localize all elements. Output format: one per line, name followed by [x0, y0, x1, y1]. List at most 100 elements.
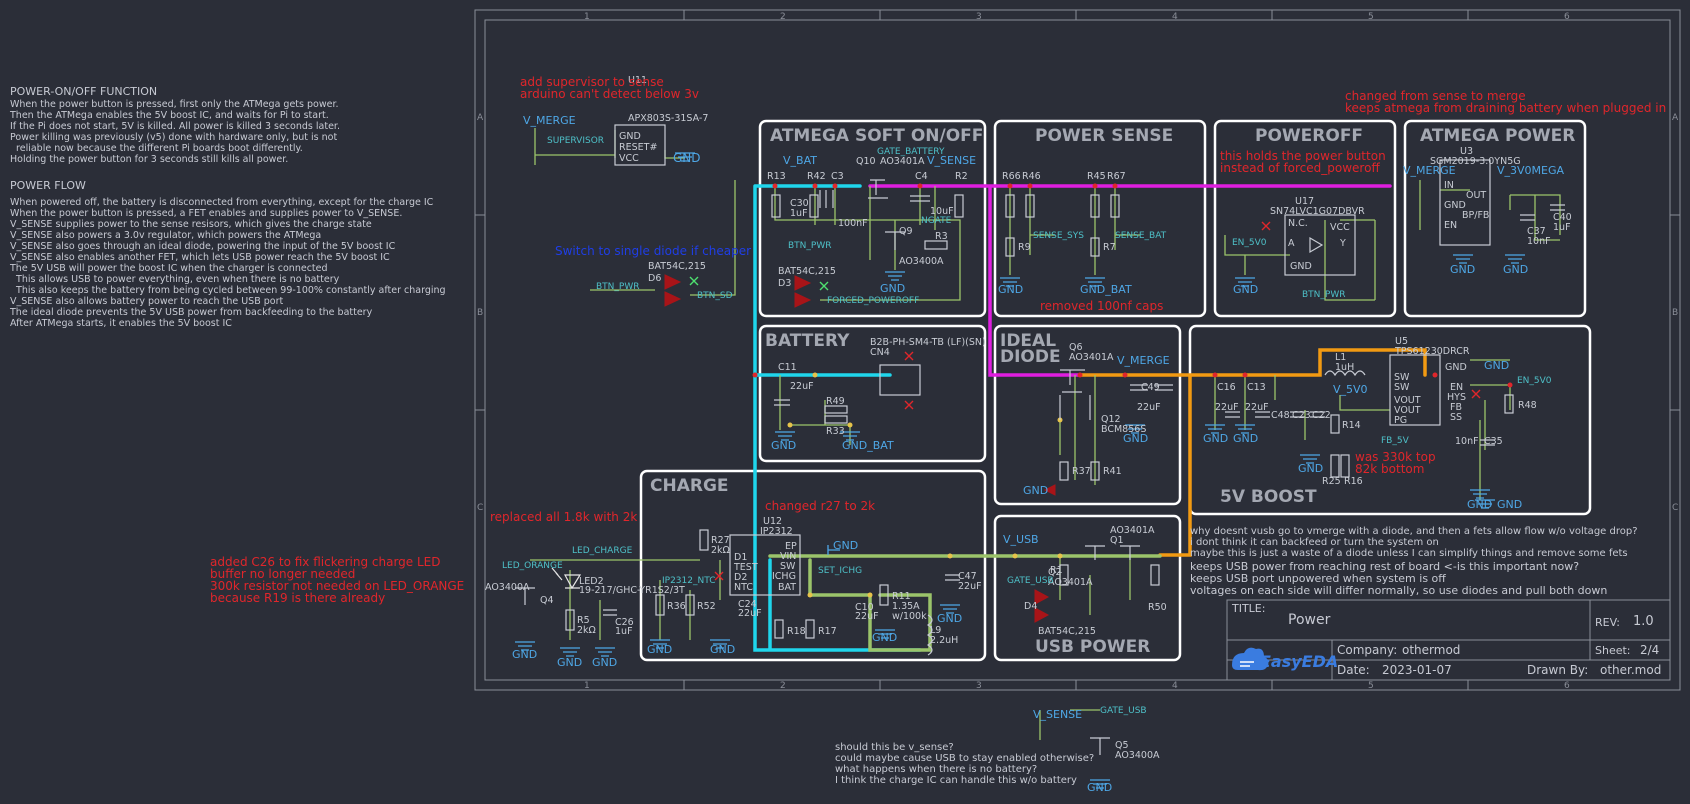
row-label: B: [477, 308, 483, 318]
notes-line: The ideal diode prevents the 5V USB powe…: [10, 307, 373, 318]
svg-text:SET_ICHG: SET_ICHG: [818, 566, 862, 576]
svg-text:GND: GND: [1298, 462, 1323, 475]
svg-text:R52: R52: [697, 601, 716, 612]
easyeda-logo: EasyEDA: [1260, 652, 1339, 671]
svg-text:SW: SW: [1394, 372, 1410, 383]
svg-text:SW: SW: [780, 561, 796, 572]
svg-text:GND: GND: [833, 539, 858, 552]
svg-text:AO3401A: AO3401A: [880, 156, 925, 167]
block-title-atmega-power: ATMEGA POWER: [1420, 126, 1575, 146]
svg-text:VOUT: VOUT: [1394, 405, 1421, 416]
svg-text:GND: GND: [1290, 261, 1312, 272]
row-label: C: [1672, 503, 1678, 513]
sheet-frame: [474, 9, 1681, 691]
sheet-label: Sheet:: [1595, 644, 1631, 657]
svg-text:SENSE_BAT: SENSE_BAT: [1115, 231, 1167, 241]
svg-text:BCM856S: BCM856S: [1101, 424, 1146, 435]
svg-text:GND: GND: [1023, 484, 1048, 497]
notes-line: This allows USB to power everything, eve…: [10, 274, 340, 285]
d4-symbol: [1034, 589, 1050, 623]
notes-power-flow: POWER FLOW When powered off, the battery…: [10, 180, 446, 329]
parts: [515, 124, 1565, 755]
svg-text:AO3400A: AO3400A: [1115, 750, 1160, 761]
svg-text:APX803S-31SA-7: APX803S-31SA-7: [628, 113, 708, 124]
svg-text:R2: R2: [955, 171, 968, 182]
svg-text:C35: C35: [1484, 436, 1503, 447]
notes-line: Then the ATMega enables the 5V boost IC,…: [10, 110, 329, 121]
col-label: 2: [780, 12, 786, 22]
svg-text:1uH: 1uH: [1335, 362, 1354, 373]
notes-heading: POWER FLOW: [10, 179, 86, 192]
svg-text:Q12: Q12: [1101, 414, 1121, 425]
r11-val-2: w/100k: [892, 611, 927, 622]
note-poweroff: this holds the power button instead of f…: [1220, 149, 1386, 175]
svg-text:V_MERGE: V_MERGE: [1403, 164, 1456, 177]
block-title-charge: CHARGE: [650, 476, 729, 496]
svg-text:C4: C4: [915, 171, 928, 182]
svg-text:V_3V0MEGA: V_3V0MEGA: [1497, 164, 1565, 177]
block-outlines: [639, 119, 1592, 662]
ground-symbols: [515, 152, 1525, 789]
svg-text:V_5V0: V_5V0: [1333, 383, 1368, 396]
d3-symbol: [794, 275, 812, 308]
notes-line: When powered off, the battery is disconn…: [10, 197, 434, 208]
svg-text:GND: GND: [872, 631, 897, 644]
block-title-boost: 5V BOOST: [1220, 487, 1317, 507]
svg-text:BTN_PWR: BTN_PWR: [788, 241, 831, 251]
svg-text:D3: D3: [778, 278, 791, 289]
svg-text:BP/FB: BP/FB: [1462, 210, 1489, 221]
svg-text:C47: C47: [958, 571, 977, 582]
svg-text:SUPERVISOR: SUPERVISOR: [547, 136, 604, 146]
col-label: 5: [1368, 681, 1374, 691]
svg-text:EN: EN: [1450, 382, 1463, 393]
svg-text:R9: R9: [1018, 242, 1031, 253]
net-orange: [1078, 348, 1427, 557]
svg-text:GND: GND: [771, 439, 796, 452]
svg-text:C40: C40: [1553, 212, 1572, 223]
easyeda-logo-icon: [1232, 647, 1269, 671]
svg-text:R45: R45: [1087, 171, 1106, 182]
junctions: [752, 183, 1513, 388]
notes-line: Power killing was previously (v5) done w…: [10, 132, 338, 143]
block-title-power-sense: POWER SENSE: [1035, 126, 1173, 146]
svg-text:GND: GND: [710, 643, 735, 656]
notes-line: After ATMega starts, it enables the 5V b…: [10, 318, 232, 329]
svg-text:GND: GND: [647, 643, 672, 656]
col-label: 3: [976, 12, 982, 22]
svg-text:Q6: Q6: [1069, 342, 1083, 353]
row-label: C: [477, 503, 483, 513]
svg-text:Q2: Q2: [1048, 567, 1062, 578]
svg-text:R48: R48: [1518, 400, 1537, 411]
title-label: TITLE:: [1232, 602, 1266, 615]
svg-text:C30: C30: [790, 198, 809, 209]
block-title-usb-power: USB POWER: [1035, 637, 1150, 657]
block-title-battery: BATTERY: [765, 331, 850, 351]
col-label: 6: [1564, 681, 1570, 691]
svg-text:AO3401A: AO3401A: [1110, 525, 1155, 536]
notes-line: V_SENSE also allows battery power to rea…: [10, 296, 284, 307]
svg-text:TEST: TEST: [733, 562, 758, 573]
svg-text:R13: R13: [767, 171, 786, 182]
svg-text:D2: D2: [734, 572, 747, 583]
svg-text:GND: GND: [1484, 359, 1509, 372]
col-label: 4: [1172, 12, 1178, 22]
col-label: 5: [1368, 12, 1374, 22]
svg-text:GND: GND: [1497, 498, 1522, 511]
svg-text:10nF: 10nF: [1527, 236, 1551, 247]
svg-text:EN: EN: [1444, 220, 1457, 231]
row-label: A: [477, 113, 484, 123]
svg-text:R16: R16: [1344, 476, 1363, 487]
diodes: [664, 274, 1056, 623]
svg-text:22uF: 22uF: [1245, 402, 1269, 413]
svg-text:D6: D6: [648, 273, 661, 284]
svg-text:C22: C22: [1312, 410, 1331, 421]
svg-text:SN74LVC1G07DBVR: SN74LVC1G07DBVR: [1270, 206, 1365, 217]
svg-text:GND: GND: [1445, 362, 1467, 373]
svg-text:B2B-PH-SM4-TB (LF)(SN): B2B-PH-SM4-TB (LF)(SN): [870, 337, 986, 348]
svg-text:AO3401A: AO3401A: [1069, 352, 1114, 363]
svg-text:V_MERGE: V_MERGE: [523, 114, 576, 127]
svg-text:GND_BAT: GND_BAT: [842, 439, 894, 452]
svg-text:1uF: 1uF: [790, 208, 808, 219]
note-supervisor: add supervisor to sense arduino can't de…: [520, 75, 700, 101]
notes-line: V_SENSE also goes through an ideal diode…: [10, 241, 396, 252]
